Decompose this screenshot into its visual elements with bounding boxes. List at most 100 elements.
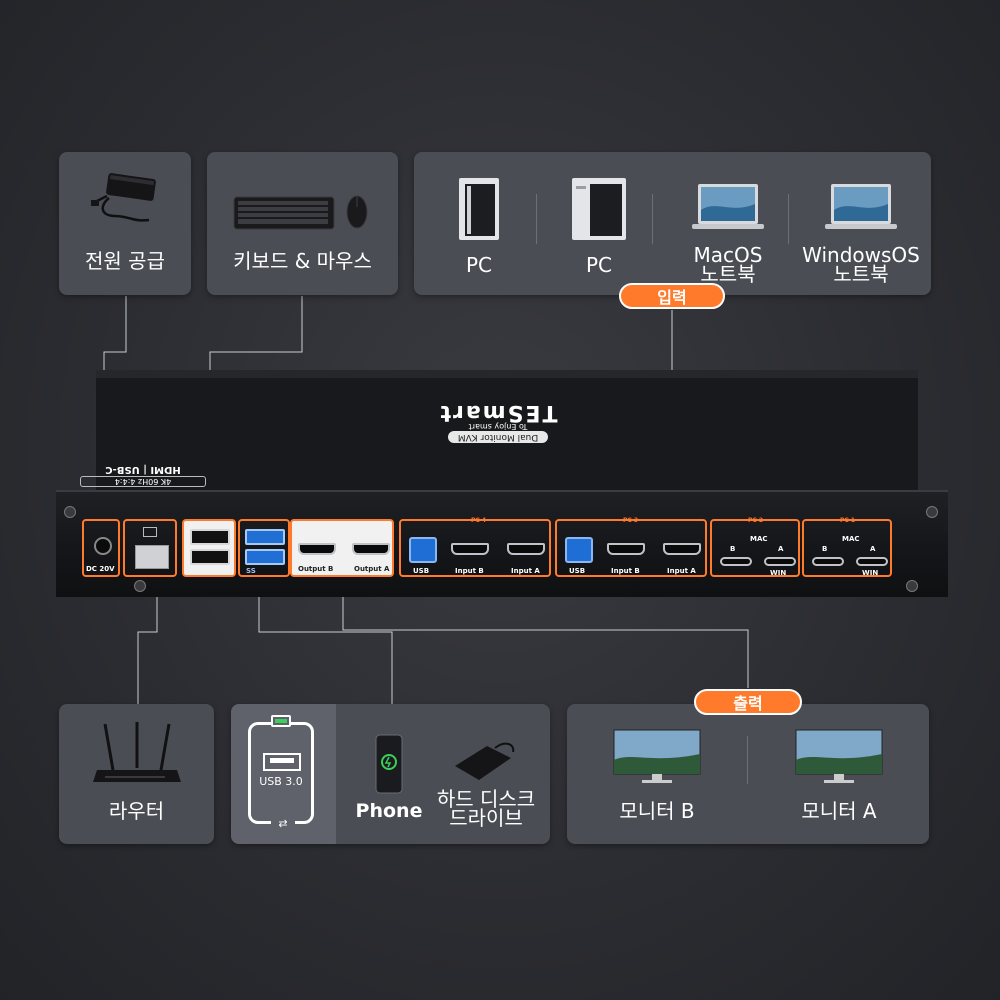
separator bbox=[747, 736, 748, 784]
pc3-ports: PC 3 USB Input B Input A bbox=[555, 517, 707, 577]
lan-port bbox=[123, 519, 177, 577]
output-ports: Output B Output A bbox=[290, 519, 394, 577]
output-b-label: Output B bbox=[298, 565, 334, 573]
usb-c-port-b bbox=[812, 557, 844, 566]
input-b-hdmi bbox=[607, 543, 645, 555]
screw bbox=[64, 506, 76, 518]
input-windows-laptop: WindowsOS 노트북 bbox=[796, 182, 926, 284]
b-label: B bbox=[822, 545, 828, 553]
mac-label: MAC bbox=[750, 535, 768, 543]
input-pc-2-label: PC bbox=[585, 253, 613, 277]
pc3-tag: PC 3 bbox=[623, 517, 639, 524]
pc4-ports: PC 4 USB Input B Input A bbox=[399, 517, 551, 577]
laptop-icon bbox=[692, 184, 764, 229]
kvm-switch-top bbox=[96, 370, 918, 490]
output-pill: 출력 bbox=[694, 689, 802, 715]
usb-a-port bbox=[190, 529, 230, 545]
laptop-icon bbox=[825, 184, 897, 229]
usb3-port bbox=[245, 529, 285, 545]
phone-icon bbox=[375, 734, 403, 794]
monitor-a-label: 모니터 A bbox=[801, 799, 877, 823]
separator bbox=[788, 194, 789, 244]
side-label-1: HDMI | USB-C bbox=[105, 464, 181, 475]
pc2-tag: PC 2 bbox=[748, 517, 764, 524]
router-icon bbox=[93, 722, 181, 782]
b-label: B bbox=[730, 545, 736, 553]
output-b-hdmi bbox=[298, 543, 336, 555]
input-pill: 입력 bbox=[619, 283, 725, 309]
device-model-label: Dual Monitor KVM bbox=[447, 431, 549, 443]
hard-drive-label: 하드 디스크 드라이브 bbox=[436, 787, 536, 830]
usb3-ports: SS bbox=[238, 519, 290, 577]
input-macos-laptop-label: MacOS 노트북 bbox=[693, 243, 763, 286]
monitor-a: 모니터 A bbox=[789, 728, 889, 821]
monitor-b-label: 모니터 B bbox=[619, 799, 695, 823]
output-a-label: Output A bbox=[354, 565, 390, 573]
usb-label: USB bbox=[413, 567, 430, 575]
usb-port-icon bbox=[263, 753, 301, 771]
pc4-tag: PC 4 bbox=[471, 517, 487, 524]
keyboard-mouse-card: 키보드 & 마우스 bbox=[207, 152, 398, 295]
output-a-hdmi bbox=[352, 543, 390, 555]
monitor-b: 모니터 B bbox=[607, 728, 707, 821]
device-brand: Dual Monitor KVM To Enjoy smart TESmart bbox=[388, 400, 608, 450]
input-a-label: Input A bbox=[667, 567, 696, 575]
separator bbox=[536, 194, 537, 244]
usb-b-port bbox=[409, 537, 437, 563]
ethernet-jack bbox=[135, 545, 169, 569]
usb3-port bbox=[245, 549, 285, 565]
a-label: A bbox=[870, 545, 876, 553]
screw bbox=[134, 580, 146, 592]
input-b-label: Input B bbox=[611, 567, 640, 575]
pc-tower-icon bbox=[572, 178, 626, 240]
pc-tower-icon bbox=[459, 178, 499, 240]
usb-b-port bbox=[565, 537, 593, 563]
hard-drive-item: 하드 디스크 드라이브 bbox=[427, 736, 545, 828]
pc2-ports: PC 2 MAC B A WIN bbox=[710, 517, 800, 577]
monitor-icon bbox=[613, 729, 701, 783]
dc-power-port: DC 20V bbox=[82, 519, 120, 577]
input-macos-laptop: MacOS 노트북 bbox=[668, 182, 788, 284]
dc-port-label: DC 20V bbox=[86, 565, 115, 573]
power-adapter-icon bbox=[91, 173, 156, 222]
usb-3-frame: USB 3.0 ⇄ bbox=[248, 715, 314, 831]
usb-a-port bbox=[190, 549, 230, 565]
win-label: WIN bbox=[770, 569, 787, 577]
monitors-card: 모니터 B 모니터 A bbox=[567, 704, 929, 844]
usb-keyboard-mouse-ports bbox=[182, 519, 236, 577]
power-supply-label: 전원 공급 bbox=[85, 249, 165, 273]
input-a-hdmi bbox=[507, 543, 545, 555]
mac-label: MAC bbox=[842, 535, 860, 543]
input-b-hdmi bbox=[451, 543, 489, 555]
input-windows-laptop-label: WindowsOS 노트북 bbox=[802, 243, 920, 286]
usb-label: USB bbox=[569, 567, 586, 575]
mouse-icon bbox=[346, 195, 368, 229]
device-side-labels: 4K 60Hz 4:4:4 HDMI | USB-C bbox=[80, 464, 206, 487]
input-a-label: Input A bbox=[511, 567, 540, 575]
phone-label: Phone bbox=[355, 800, 423, 822]
input-pc-1-label: PC bbox=[465, 253, 493, 277]
keyboard-mouse-label: 키보드 & 마우스 bbox=[233, 249, 372, 273]
usb-c-port-a bbox=[764, 557, 796, 566]
screw bbox=[926, 506, 938, 518]
input-pc-2: PC bbox=[554, 176, 644, 275]
usb-devices-card: USB 3.0 ⇄ Phone 하드 디스크 드라이브 bbox=[231, 704, 550, 844]
lan-icon bbox=[143, 527, 157, 537]
kvm-switch-front: DC 20V SS Output B Output A PC 4 USB Inp… bbox=[56, 490, 948, 597]
a-label: A bbox=[778, 545, 784, 553]
input-devices-card: PC PC MacOS 노트북 WindowsOS 노트북 bbox=[414, 152, 931, 295]
input-a-hdmi bbox=[663, 543, 701, 555]
input-b-label: Input B bbox=[455, 567, 484, 575]
device-brand-name: TESmart bbox=[438, 400, 558, 425]
pc1-tag: PC 1 bbox=[840, 517, 856, 524]
side-label-2: 4K 60Hz 4:4:4 bbox=[80, 476, 206, 487]
hard-drive-icon bbox=[455, 742, 515, 780]
router-card: 라우터 bbox=[59, 704, 214, 844]
usb3-label: SS bbox=[246, 567, 256, 575]
input-pc-1: PC bbox=[434, 176, 524, 275]
keyboard-icon bbox=[233, 196, 335, 230]
power-supply-card: 전원 공급 bbox=[59, 152, 191, 295]
win-label: WIN bbox=[862, 569, 879, 577]
usb-c-port-b bbox=[720, 557, 752, 566]
battery-fill bbox=[275, 719, 287, 723]
